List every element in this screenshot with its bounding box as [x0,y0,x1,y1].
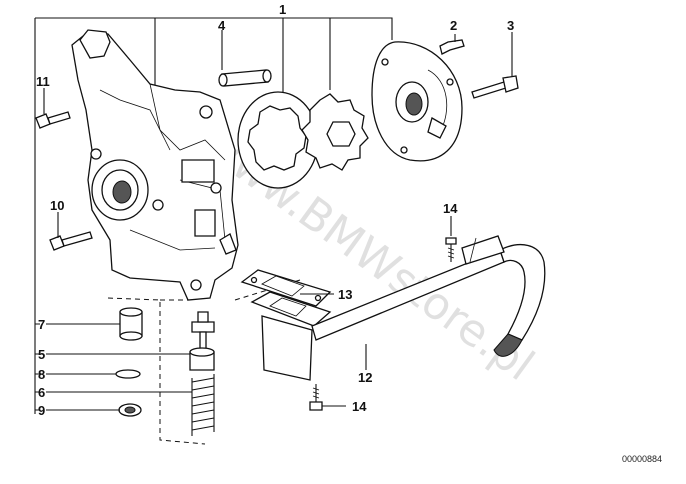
callout-2: 2 [450,18,457,33]
leader-lines [35,293,367,411]
callout-4: 4 [218,18,226,33]
o-ring-part-8 [115,369,141,379]
catalog-number: 00000884 [622,454,662,464]
bolt-part-11 [35,88,71,129]
callout-6: 6 [38,385,45,400]
callout-1: 1 [279,2,286,17]
oil-pickup-pipe-part-12 [250,235,546,381]
callout-10: 10 [50,198,64,213]
small-screw-part-2 [439,34,465,55]
callout-14-upper: 14 [443,201,458,216]
screw-part-14-upper [445,216,457,262]
sleeve-part-7 [119,307,143,341]
callout-9: 9 [38,403,45,418]
gasket-part-13 [240,269,332,307]
relief-valve-piston-part-5 [189,311,215,371]
callout-3: 3 [507,18,514,33]
circlip-part-9 [118,403,142,417]
callout-14-lower: 14 [352,399,367,414]
cover-plate [371,41,463,162]
callout-8: 8 [38,367,45,382]
callout-1-bracket [34,17,393,414]
callout-12: 12 [358,370,372,385]
callout-7: 7 [38,317,45,332]
callout-13: 13 [338,287,352,302]
outer-rotor [237,91,319,189]
spring-part-6 [191,374,215,436]
inner-rotor [301,93,369,171]
callout-labels: 1 2 3 4 5 6 7 8 9 10 11 12 13 14 14 [36,2,514,418]
screw-part-14-lower [309,384,346,411]
bolt-part-10 [49,212,93,251]
long-bolt-part-3 [471,32,519,99]
pump-housing [71,29,239,301]
shaft-part-4 [218,30,272,87]
callout-5: 5 [38,347,45,362]
callout-11: 11 [36,74,50,89]
